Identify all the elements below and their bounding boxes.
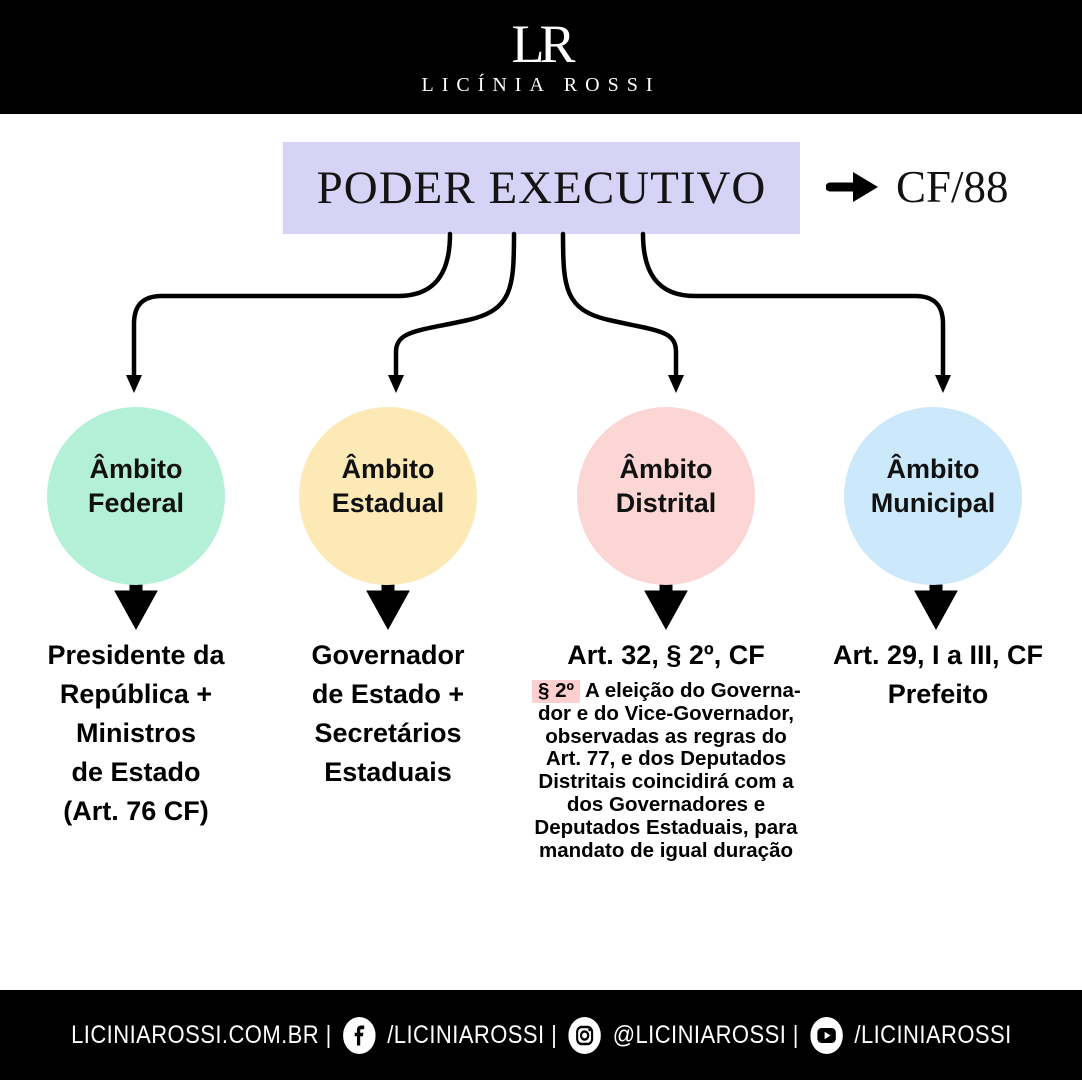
- detail-municipal: Art. 29, I a III, CF Prefeito: [832, 640, 1044, 709]
- detail-estadual: Governador de Estado + Secretários Estad…: [311, 640, 465, 787]
- footer-band: LICINIAROSSI.COM.BR | /LICINIAROSSI | @L…: [0, 990, 1082, 1080]
- connector-distrital: [560, 231, 679, 381]
- title-box: PODER EXECUTIVO: [283, 142, 800, 234]
- block-down-arrows: [114, 556, 958, 631]
- right-arrow-icon: [826, 172, 878, 202]
- circle-label: Âmbito Estadual: [331, 454, 445, 518]
- youtube-icon: [809, 1016, 843, 1054]
- footer-social-row: LICINIAROSSI.COM.BR | /LICINIAROSSI | @L…: [70, 1016, 1012, 1054]
- lr-logo: LR: [511, 13, 575, 74]
- instagram-handle: @LICINIAROSSI |: [612, 1020, 799, 1049]
- circle-ambito-estadual: Âmbito Estadual: [299, 407, 477, 585]
- circle-label: Âmbito Federal: [87, 454, 185, 518]
- instagram-icon: [568, 1016, 601, 1054]
- reference-label: CF/88: [896, 162, 1009, 212]
- circle-label: Âmbito Municipal: [870, 454, 996, 518]
- connector-federal: [131, 231, 453, 381]
- brand-name: LICÍNIA ROSSI: [421, 73, 661, 96]
- detail-distrital-title: Art. 32, § 2º, CF: [567, 640, 765, 670]
- header-band: LR LICÍNIA ROSSI: [0, 0, 1082, 114]
- circle-ambito-federal: Âmbito Federal: [47, 407, 225, 585]
- facebook-icon: [342, 1016, 376, 1054]
- circle-ambito-municipal: Âmbito Municipal: [844, 407, 1022, 585]
- connector-estadual: [393, 231, 517, 381]
- page-title: PODER EXECUTIVO: [316, 162, 767, 214]
- connector-municipal: [640, 231, 946, 381]
- detail-federal: Presidente da República + Ministros de E…: [47, 640, 225, 826]
- facebook-handle: /LICINIAROSSI |: [386, 1020, 557, 1049]
- youtube-handle: /LICINIAROSSI: [853, 1020, 1012, 1049]
- circle-label: Âmbito Distrital: [615, 454, 717, 518]
- reference-group: CF/88: [826, 156, 1009, 218]
- website-url: LICINIAROSSI.COM.BR |: [70, 1020, 332, 1049]
- paragraph-highlight: § 2º: [532, 679, 580, 703]
- circle-ambito-distrital: Âmbito Distrital: [577, 407, 755, 585]
